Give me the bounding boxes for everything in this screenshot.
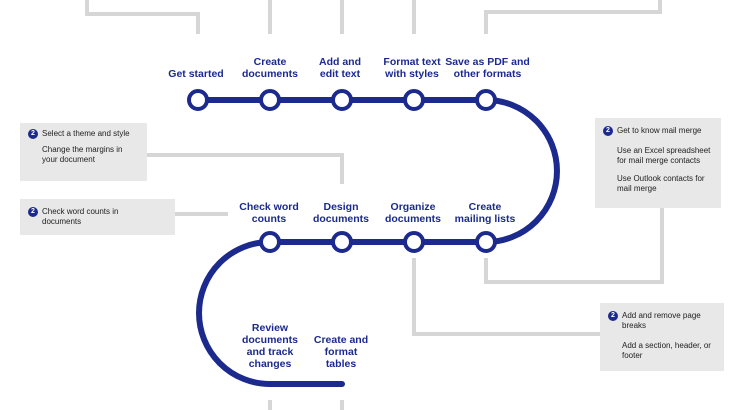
connector-top-right xyxy=(484,0,662,34)
label-get-started[interactable]: Get started xyxy=(168,68,224,80)
connector-mailmerge xyxy=(484,208,664,284)
station-create-mailing-lists[interactable] xyxy=(475,231,497,253)
label-create-mailing-lists[interactable]: Create mailing lists xyxy=(454,201,516,225)
callout-item-outlook-contacts[interactable]: Use Outlook contacts for mail merge xyxy=(617,174,705,193)
callout-item-label: Add and remove page breaks xyxy=(622,311,701,330)
callout-item-mail-merge[interactable]: 2 Get to know mail merge xyxy=(603,126,713,136)
label-save-as-pdf[interactable]: Save as PDF and other formats xyxy=(445,56,530,80)
station-format-text[interactable] xyxy=(403,89,425,111)
callout-organize: 2 Add and remove page breaks Add a secti… xyxy=(600,303,724,371)
step-number-badge: 2 xyxy=(28,207,38,217)
callout-item-page-breaks[interactable]: 2 Add and remove page breaks xyxy=(608,311,716,331)
stations xyxy=(187,89,497,253)
label-format-text[interactable]: Format text with styles xyxy=(383,56,441,80)
callout-item-label: Check word counts in documents xyxy=(42,207,119,226)
callout-design: 2 Select a theme and style Change the ma… xyxy=(20,123,147,181)
connector-lines xyxy=(85,0,664,410)
connector-organize xyxy=(412,258,600,336)
callout-item-section-header[interactable]: Add a section, header, or footer xyxy=(622,341,711,360)
route-line xyxy=(195,97,560,387)
station-save-as-pdf[interactable] xyxy=(475,89,497,111)
station-get-started[interactable] xyxy=(187,89,209,111)
station-design-documents[interactable] xyxy=(331,231,353,253)
station-organize-documents[interactable] xyxy=(403,231,425,253)
connector-top-left xyxy=(85,0,200,34)
step-number-badge: 2 xyxy=(603,126,613,136)
callout-item-excel-contacts[interactable]: Use an Excel spreadsheet for mail merge … xyxy=(617,146,711,165)
label-create-documents[interactable]: Create documents xyxy=(241,56,298,80)
callout-item-label: Select a theme and style xyxy=(42,129,130,138)
callout-item-margins[interactable]: Change the margins in your document xyxy=(42,145,123,164)
label-organize-documents[interactable]: Organize documents xyxy=(384,201,441,225)
connector-design xyxy=(147,153,344,184)
callout-item-label: Get to know mail merge xyxy=(617,126,702,135)
callout-word-counts: 2 Check word counts in documents xyxy=(20,199,175,235)
label-add-edit-text[interactable]: Add and edit text xyxy=(319,56,361,80)
callout-item-select-theme[interactable]: 2 Select a theme and style xyxy=(28,129,139,139)
station-create-documents[interactable] xyxy=(259,89,281,111)
callout-item-check-word-counts[interactable]: 2 Check word counts in documents xyxy=(28,207,167,227)
station-add-edit-text[interactable] xyxy=(331,89,353,111)
station-check-word-counts[interactable] xyxy=(259,231,281,253)
label-review-documents[interactable]: Review documents and track changes xyxy=(241,322,298,370)
callout-mail-merge: 2 Get to know mail merge Use an Excel sp… xyxy=(595,118,721,208)
label-design-documents[interactable]: Design documents xyxy=(312,201,369,225)
label-create-format-tables[interactable]: Create and format tables xyxy=(313,334,369,370)
step-number-badge: 2 xyxy=(608,311,618,321)
label-check-word-counts[interactable]: Check word counts xyxy=(239,201,299,225)
step-number-badge: 2 xyxy=(28,129,38,139)
